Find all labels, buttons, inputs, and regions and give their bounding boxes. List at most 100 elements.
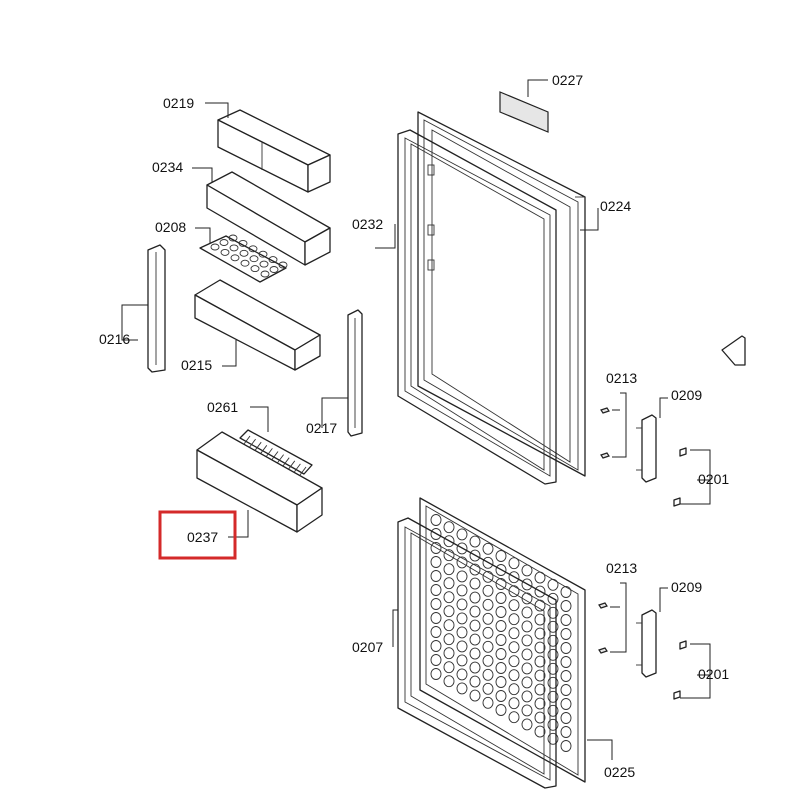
retainer-bar bbox=[260, 445, 268, 454]
dimple bbox=[430, 640, 442, 652]
dimple bbox=[508, 557, 520, 570]
dimple bbox=[456, 528, 468, 541]
dimple bbox=[456, 542, 468, 555]
part-0225-lower-door[interactable] bbox=[419, 497, 586, 783]
part-0237-bottle-shelf[interactable] bbox=[196, 431, 323, 533]
dimple bbox=[508, 599, 520, 612]
dimple bbox=[482, 612, 494, 625]
dimple bbox=[508, 711, 520, 724]
egg-cup bbox=[230, 254, 240, 262]
dimple bbox=[508, 697, 520, 710]
label-0215[interactable]: 0215 bbox=[181, 357, 212, 373]
dimple bbox=[495, 578, 507, 590]
part-0201-clips[interactable] bbox=[673, 447, 687, 700]
label-0219[interactable]: 0219 bbox=[163, 95, 194, 111]
dimple bbox=[495, 634, 507, 646]
retainer-bar bbox=[243, 435, 251, 445]
part-0209-handle-lower[interactable] bbox=[636, 609, 657, 678]
dimple bbox=[469, 661, 481, 674]
label-0225[interactable]: 0225 bbox=[604, 764, 635, 780]
part-0208-egg-tray[interactable] bbox=[199, 234, 288, 283]
part-0216-side-strip[interactable] bbox=[147, 244, 166, 373]
label-0217[interactable]: 0217 bbox=[306, 420, 337, 436]
dimple bbox=[547, 648, 559, 661]
egg-cup bbox=[278, 261, 288, 269]
label-0209-lower[interactable]: 0209 bbox=[671, 579, 702, 595]
part-0207-lower-gasket[interactable] bbox=[397, 517, 557, 789]
dimple bbox=[534, 571, 546, 584]
dimple bbox=[469, 647, 481, 660]
egg-cup bbox=[250, 265, 260, 273]
label-0207[interactable]: 0207 bbox=[352, 639, 383, 655]
dimple bbox=[430, 612, 442, 624]
dimple bbox=[430, 598, 442, 610]
dimple bbox=[547, 606, 559, 619]
label-0208[interactable]: 0208 bbox=[155, 219, 186, 235]
label-0237[interactable]: 0237 bbox=[187, 529, 218, 545]
part-0217-side-strip[interactable] bbox=[347, 309, 363, 437]
dimple bbox=[521, 718, 533, 731]
dimple bbox=[443, 591, 455, 604]
label-0216[interactable]: 0216 bbox=[99, 331, 130, 347]
part-0213-screws[interactable] bbox=[598, 407, 610, 654]
dimple bbox=[430, 528, 442, 540]
dimple bbox=[456, 570, 468, 583]
label-0224[interactable]: 0224 bbox=[600, 198, 631, 214]
part-0227-label-plate[interactable] bbox=[499, 91, 549, 133]
label-0232[interactable]: 0232 bbox=[352, 216, 383, 232]
dimple bbox=[495, 620, 507, 632]
dimple bbox=[547, 578, 559, 591]
dimple bbox=[456, 626, 468, 639]
dimple bbox=[547, 620, 559, 633]
dimple bbox=[521, 578, 533, 591]
egg-cup bbox=[228, 234, 238, 242]
dimple bbox=[547, 704, 559, 717]
dimple bbox=[521, 690, 533, 703]
label-0201-upper[interactable]: 0201 bbox=[698, 471, 729, 487]
dimple bbox=[456, 556, 468, 569]
dimple bbox=[495, 704, 507, 716]
dimple bbox=[521, 648, 533, 661]
label-0213-lower[interactable]: 0213 bbox=[606, 560, 637, 576]
partial-part-offscreen bbox=[721, 335, 746, 366]
dimple bbox=[521, 620, 533, 633]
part-0224-upper-door[interactable] bbox=[417, 111, 586, 477]
part-0219-butter-box[interactable] bbox=[217, 109, 331, 193]
dimple bbox=[482, 584, 494, 597]
dimple bbox=[495, 550, 507, 562]
dimple bbox=[534, 613, 546, 626]
dimple bbox=[560, 670, 572, 682]
dimple bbox=[508, 641, 520, 654]
label-0234[interactable]: 0234 bbox=[152, 159, 183, 175]
part-0232-upper-gasket[interactable] bbox=[397, 129, 557, 485]
label-0227[interactable]: 0227 bbox=[552, 72, 583, 88]
egg-cup bbox=[260, 270, 270, 278]
part-0261-bottle-retainer[interactable] bbox=[239, 429, 313, 476]
dimple bbox=[534, 585, 546, 598]
dimple bbox=[482, 668, 494, 681]
dimple bbox=[430, 556, 442, 568]
dimple bbox=[469, 549, 481, 562]
label-0261[interactable]: 0261 bbox=[207, 399, 238, 415]
dimple bbox=[547, 718, 559, 731]
part-0234-door-shelf[interactable] bbox=[206, 171, 331, 266]
leader-lines bbox=[121, 79, 711, 760]
egg-cup bbox=[210, 243, 220, 251]
egg-cups bbox=[210, 234, 288, 278]
label-0201-lower[interactable]: 0201 bbox=[698, 666, 729, 682]
dimple bbox=[469, 535, 481, 548]
egg-cup bbox=[259, 260, 269, 268]
dimple bbox=[560, 684, 572, 696]
dimple bbox=[443, 549, 455, 562]
part-0215-door-shelf[interactable] bbox=[194, 279, 321, 371]
label-0213-upper[interactable]: 0213 bbox=[606, 370, 637, 386]
dimple bbox=[508, 613, 520, 626]
part-0209-handle-upper[interactable] bbox=[636, 414, 657, 483]
dimple bbox=[443, 675, 455, 688]
dimple bbox=[430, 626, 442, 638]
egg-cup bbox=[258, 250, 268, 258]
label-0209-upper[interactable]: 0209 bbox=[671, 387, 702, 403]
dimple bbox=[456, 598, 468, 611]
dimple bbox=[482, 626, 494, 639]
